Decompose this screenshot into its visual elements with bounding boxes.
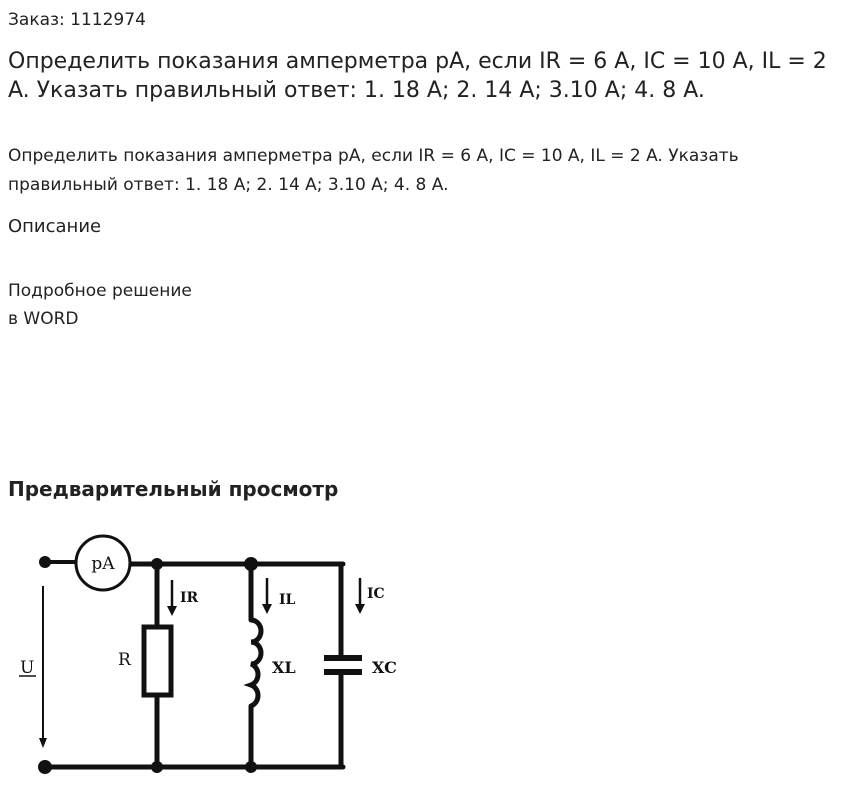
task-description: Определить показания амперметра pA, если… (8, 146, 739, 195)
terminal-top (39, 556, 51, 568)
inductor-label: XL (272, 658, 296, 677)
terminal-bottom (38, 760, 52, 774)
description-line-2: в WORD (8, 309, 79, 329)
capacitor-label: XC (372, 658, 397, 677)
current-c-arrowhead (355, 604, 365, 614)
inductor-symbol (243, 617, 264, 709)
current-l-label: IL (279, 592, 296, 608)
description-heading: Описание (8, 216, 102, 237)
node-bottom-resistor (151, 761, 163, 773)
current-r-label: IR (180, 590, 199, 606)
voltage-arrowhead (39, 738, 47, 748)
task-title: Определить показания амперметра pA, если… (8, 49, 827, 103)
current-r-arrowhead (167, 606, 177, 616)
order-number: Заказ: 1112974 (8, 10, 146, 30)
ammeter-label: pA (91, 554, 115, 574)
node-top-resistor (151, 558, 163, 570)
current-l-arrowhead (262, 604, 272, 614)
preview-heading: Предварительный просмотр (8, 477, 339, 501)
voltage-label: U (20, 658, 34, 678)
circuit-diagram: pA R XL XC U IR IL IC (0, 520, 420, 789)
node-top-inductor (244, 557, 258, 571)
resistor-label: R (118, 650, 132, 670)
node-bottom-inductor (245, 761, 257, 773)
current-c-label: IC (367, 586, 385, 602)
description-line-1: Подробное решение (8, 281, 192, 301)
circuit-svg: pA R XL XC U IR IL IC (19, 534, 397, 774)
resistor-symbol (141, 624, 174, 698)
ammeter-symbol (74, 534, 132, 592)
